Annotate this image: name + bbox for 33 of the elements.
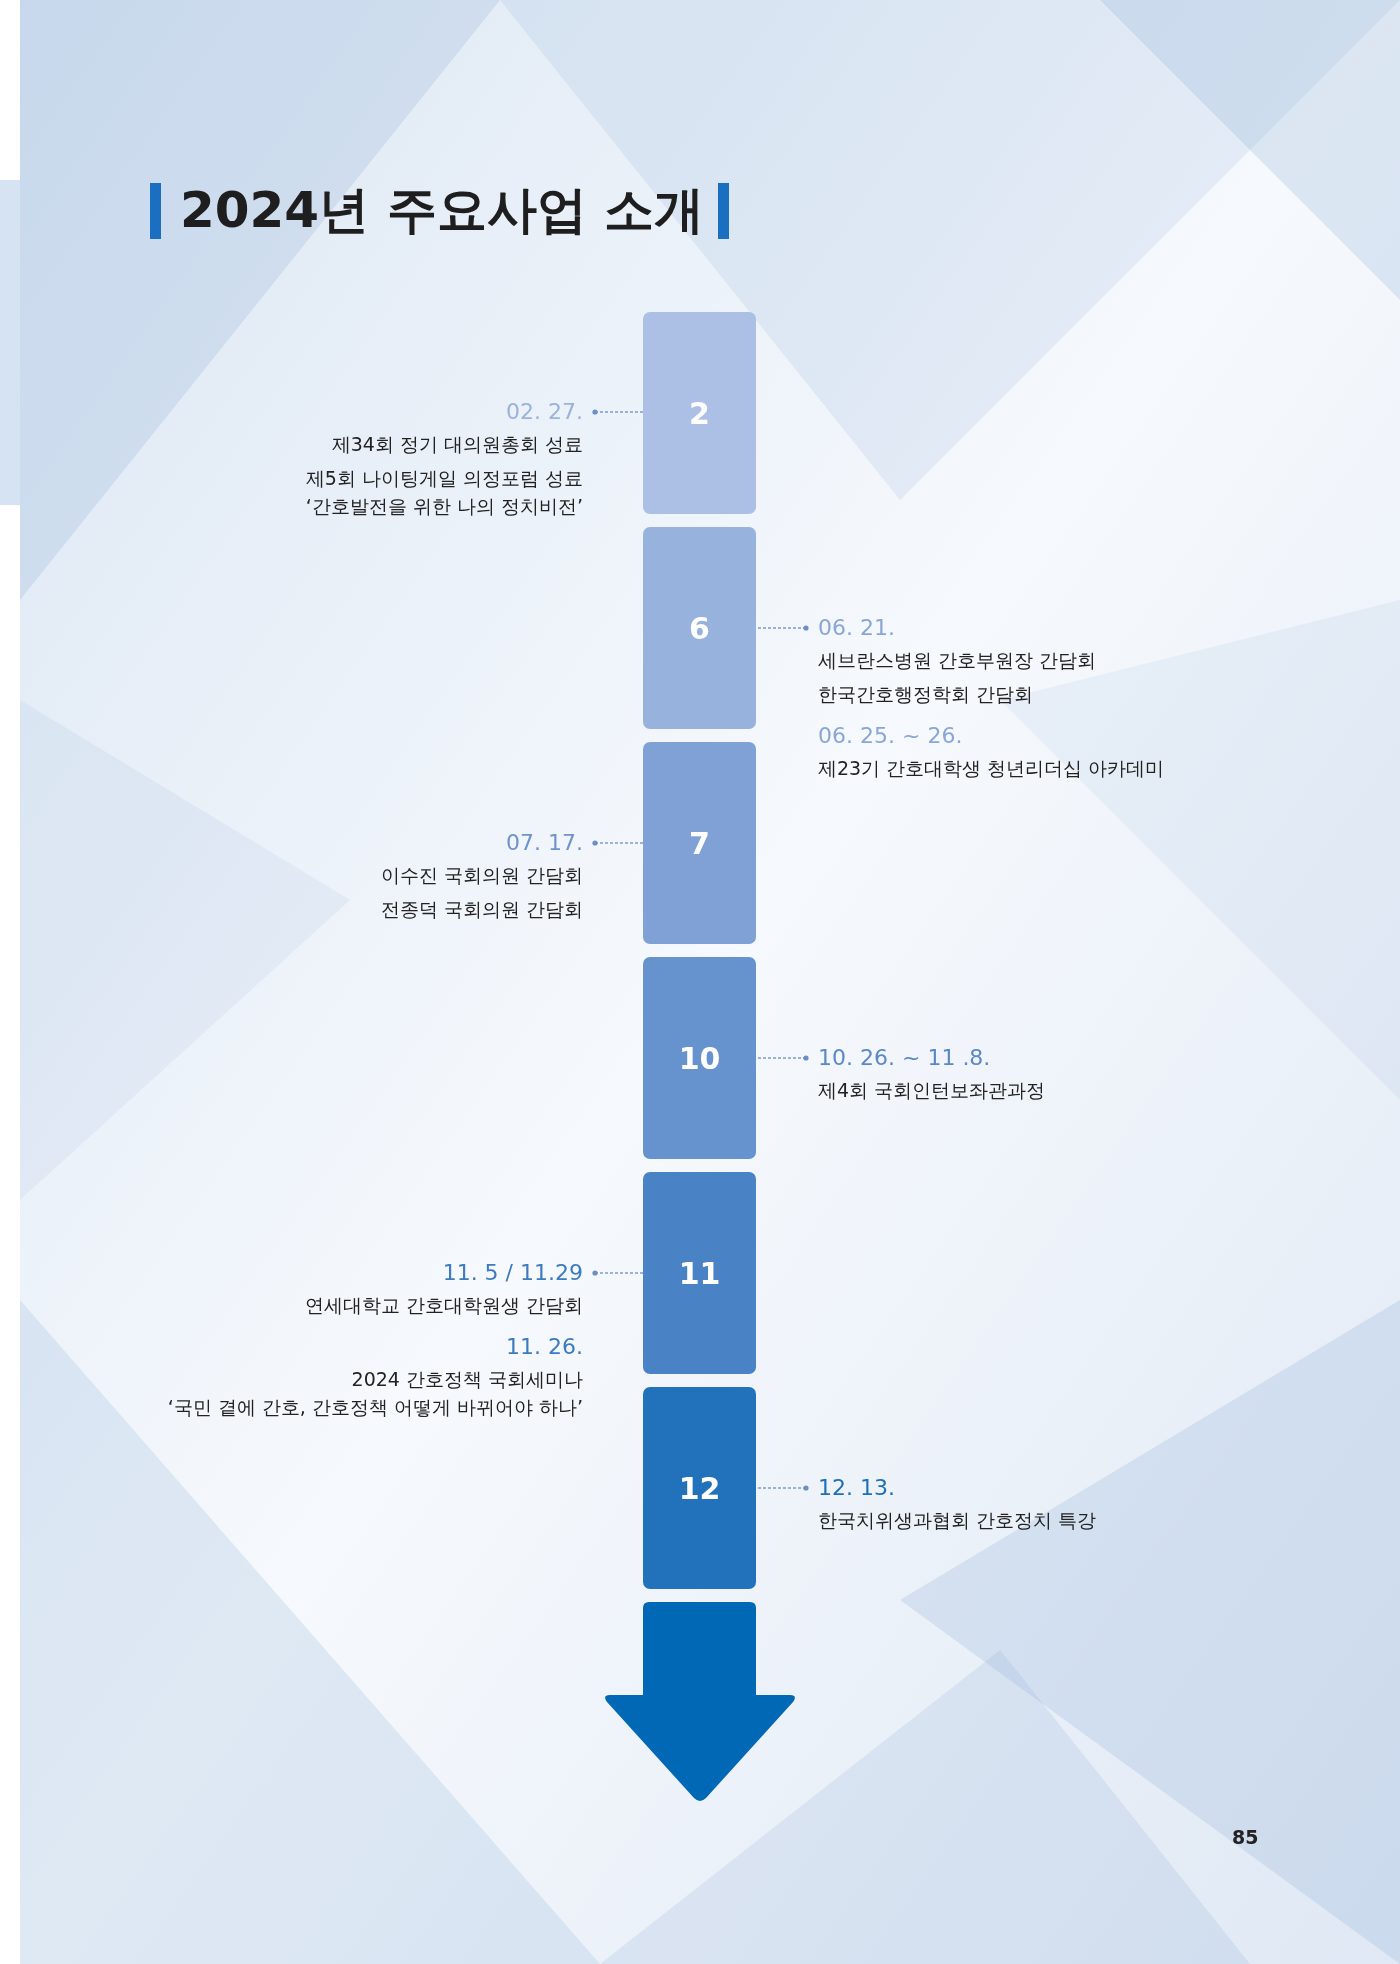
date-text: 07. 17. bbox=[505, 829, 583, 857]
event-text: 한국간호행정학회 간담회 bbox=[818, 682, 1035, 707]
month-box: 7 bbox=[643, 742, 756, 944]
date-text: 10. 26. ~ 11 .8. bbox=[818, 1044, 992, 1072]
month-box: 2 bbox=[643, 312, 756, 514]
date-text: 11. 26. bbox=[505, 1333, 583, 1361]
month-box: 10 bbox=[643, 957, 756, 1159]
event-text: 이수진 국회의원 간담회 bbox=[379, 863, 583, 888]
event-text: 제5회 나이팅게일 의정포럼 성료 ‘간호발전을 위한 나의 정치비전’ bbox=[304, 466, 583, 519]
date-text: 06. 21. bbox=[818, 614, 896, 642]
event-text: 세브란스병원 간호부원장 간담회 bbox=[818, 648, 1098, 673]
event-text: 2024 간호정책 국회세미나 ‘국민 곁에 간호, 간호정책 어떻게 바뀌어야 하나’ bbox=[166, 1367, 583, 1420]
leader-line bbox=[592, 1270, 644, 1276]
event-text: 연세대학교 간호대학원생 간담회 bbox=[303, 1293, 583, 1318]
date-text: 06. 25. ~ 26. bbox=[818, 722, 964, 750]
leader-line bbox=[755, 625, 809, 631]
page-number: 85 bbox=[1232, 1826, 1259, 1848]
month-box: 12 bbox=[643, 1387, 756, 1589]
date-text: 12. 13. bbox=[818, 1474, 896, 1502]
leader-line bbox=[592, 409, 644, 415]
event-text: 제4회 국회인턴보좌관과정 bbox=[818, 1078, 1047, 1103]
date-text: 02. 27. bbox=[505, 398, 583, 426]
leader-line bbox=[592, 840, 644, 846]
page-title: 2024년 주요사업 소개 bbox=[180, 180, 704, 241]
date-text: 11. 5 / 11.29 bbox=[441, 1259, 583, 1287]
event-text: 제34회 정기 대의원총회 성료 bbox=[330, 432, 583, 457]
leader-line bbox=[755, 1055, 809, 1061]
event-text: 한국치위생과협회 간호정치 특강 bbox=[818, 1508, 1098, 1533]
event-text: 제23기 간호대학생 청년리더십 아카데미 bbox=[818, 756, 1166, 781]
event-text: 전종덕 국회의원 간담회 bbox=[379, 897, 583, 922]
month-box: 11 bbox=[643, 1172, 756, 1374]
leader-line bbox=[755, 1485, 809, 1491]
month-box: 6 bbox=[643, 527, 756, 729]
